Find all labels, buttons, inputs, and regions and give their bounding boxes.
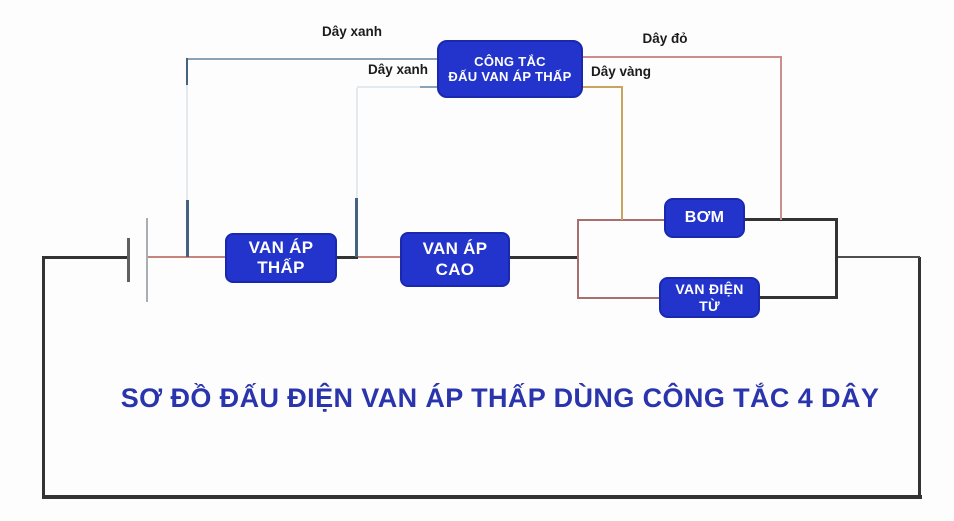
wire-battery-to-lowvalve	[148, 256, 226, 258]
switch-box-label-line2: ĐẤU VAN ÁP THẤP	[448, 69, 572, 84]
wire-lowvalve-stub	[336, 256, 358, 259]
blue-wire2-stub	[420, 86, 438, 88]
battery-plate-short	[127, 238, 130, 282]
label-blue-wire-top: Dây xanh	[321, 24, 383, 39]
label-blue-wire-lower: Dây xanh	[367, 62, 429, 77]
wire-outer-right-vertical	[918, 257, 921, 497]
wire-branch-vertical	[577, 219, 579, 299]
wire-highvalve-to-branch	[509, 256, 579, 259]
diagram-title: SƠ ĐỒ ĐẤU ĐIỆN VAN ÁP THẤP DÙNG CÔNG TẮC…	[120, 383, 880, 413]
label-red-wire: Dây đỏ	[642, 31, 688, 46]
wire-branch-to-solenoid	[577, 297, 659, 299]
wire-outer-bottom	[42, 495, 922, 499]
wire-to-highvalve	[358, 256, 402, 258]
solenoid-label-line2: TỪ	[699, 297, 720, 314]
blue-wire1-corner-stub	[186, 58, 188, 85]
high-pressure-valve-box: VAN ÁP CAO	[400, 232, 510, 287]
high-valve-label-line2: CAO	[435, 259, 475, 279]
red-wire-horizontal	[582, 56, 782, 58]
solenoid-valve-box: VAN ĐIỆN TỪ	[659, 277, 760, 318]
switch-box: CÔNG TẮC ĐẤU VAN ÁP THẤP	[437, 40, 583, 98]
solenoid-label-line1: VAN ĐIỆN	[675, 280, 744, 297]
wire-pump-solenoid-vertical	[835, 218, 838, 299]
low-pressure-valve-box: VAN ÁP THẤP	[225, 233, 337, 283]
blue-wire2-faded-v	[356, 88, 358, 198]
label-yellow-wire: Dây vàng	[590, 64, 652, 79]
yellow-wire-horizontal	[582, 86, 623, 88]
switch-box-label-line1: CÔNG TẮC	[474, 53, 546, 69]
yellow-wire-vertical	[621, 86, 623, 220]
pump-box: BƠM	[664, 198, 745, 238]
blue-wire2-faded-h	[357, 86, 420, 88]
high-valve-label-line1: VAN ÁP	[422, 239, 488, 259]
blue-wire1-drop	[186, 200, 189, 257]
wire-junction-to-right	[836, 256, 920, 258]
wire-branch-to-pump	[577, 219, 666, 221]
battery-plate-long	[146, 218, 148, 302]
blue-wire2-drop	[355, 198, 358, 257]
blue-wire1-horizontal	[186, 58, 438, 60]
wire-outer-left-vertical	[42, 256, 45, 498]
blue-wire1-faded	[186, 85, 188, 200]
red-wire-vertical	[780, 56, 782, 220]
wire-solenoid-right	[760, 296, 838, 299]
pump-label: BƠM	[684, 208, 725, 226]
wire-pump-right	[744, 218, 838, 221]
low-valve-label-line1: VAN ÁP	[248, 237, 314, 257]
wire-left-to-battery	[43, 256, 128, 259]
low-valve-label-line2: THẤP	[257, 258, 305, 277]
